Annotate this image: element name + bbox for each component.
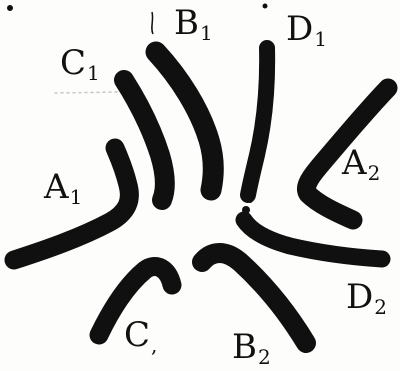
label-a2: A2 — [342, 146, 380, 183]
speck-line — [152, 12, 153, 34]
centromere-dot — [242, 206, 250, 214]
speck — [263, 4, 268, 9]
label-d2: D2 — [346, 280, 387, 317]
label-b2: B2 — [232, 330, 271, 367]
label-c1: C1 — [60, 46, 100, 83]
speck — [7, 5, 13, 11]
centromere-dot — [247, 197, 253, 203]
label-c2: C, — [124, 318, 157, 355]
chromosome-d1 — [248, 48, 267, 195]
dotted-line — [55, 92, 120, 93]
chromosome-d2 — [244, 220, 382, 259]
label-b1: B1 — [174, 6, 213, 43]
label-d1: D1 — [286, 12, 327, 49]
label-a1: A1 — [44, 170, 82, 207]
